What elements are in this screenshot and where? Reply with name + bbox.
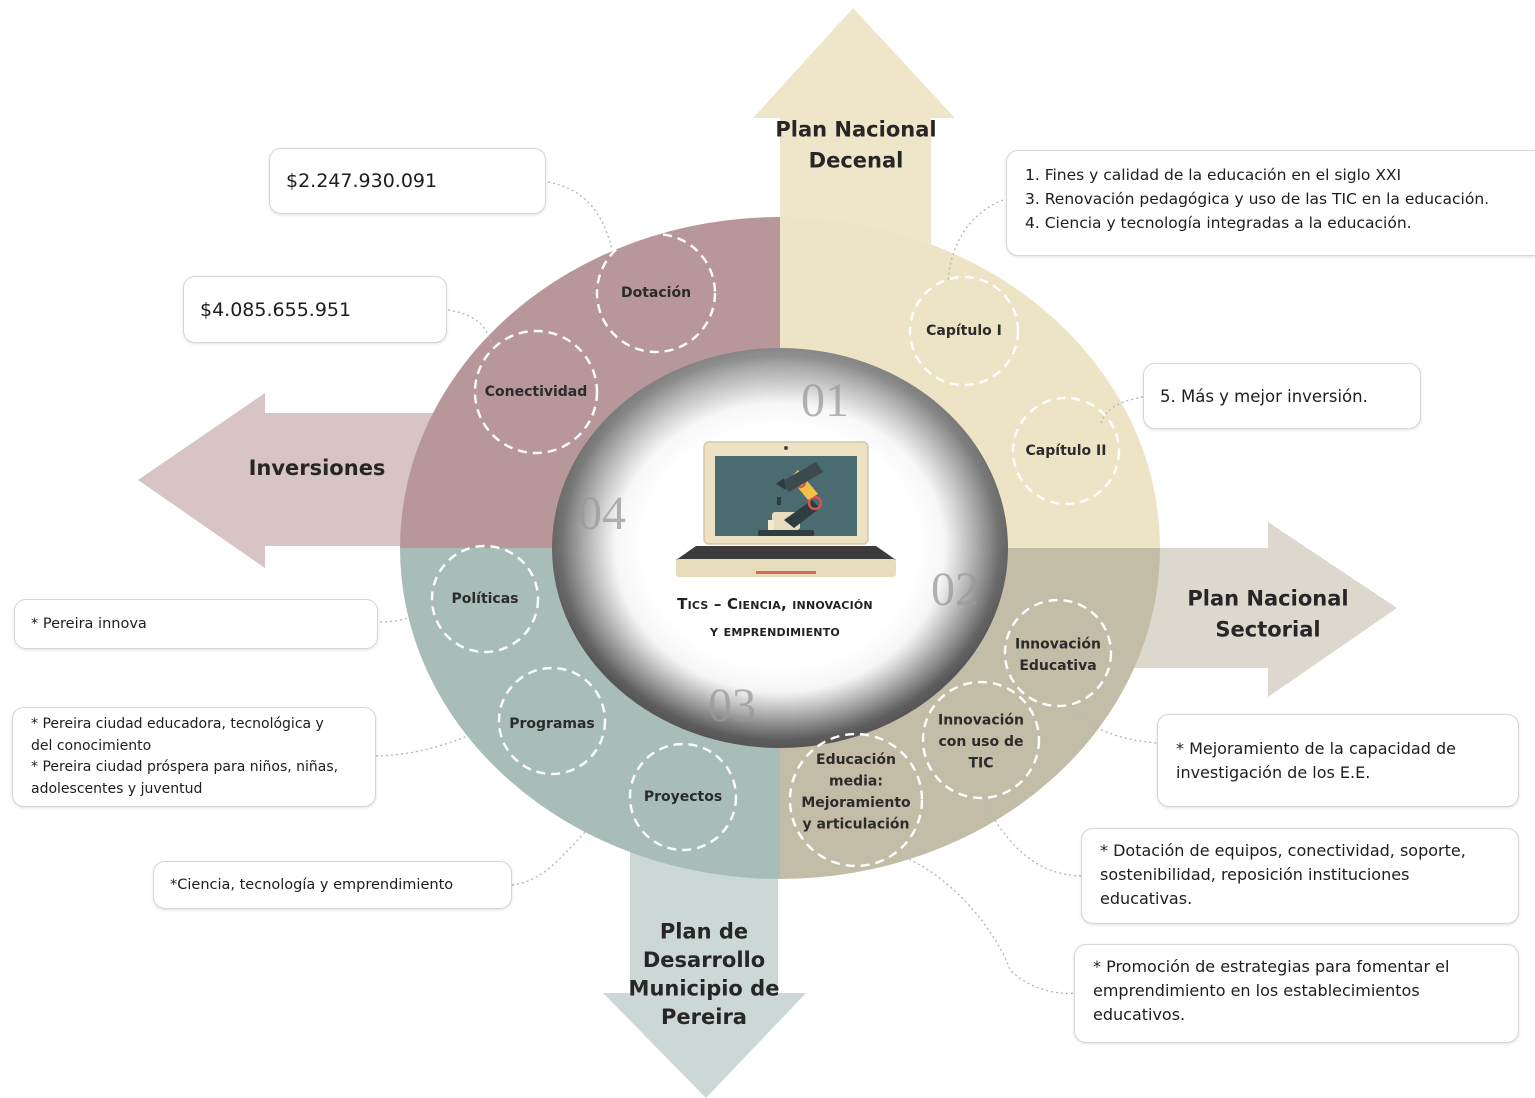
node-circle-innovacion-educativa[interactable] [1003,598,1113,708]
callout-educacion-media-line-3: educativos. [1093,1005,1186,1024]
callout-innovacion-tic-line-2: sostenibilidad, reposición instituciones [1100,865,1410,884]
callout-programas-line-3: * Pereira ciudad próspera para niños, ni… [31,759,339,775]
node-label-politicas-line-1: Políticas [451,591,518,607]
node-label-educacion-media-line-1: Educación [816,752,896,768]
callout-proyectos-text: *Ciencia, tecnología y emprendimiento [170,877,454,893]
node-circle-politicas[interactable] [430,544,540,654]
arrow-label-bottom-line-2: Desarrollo [643,948,765,972]
node-label-capitulo1-line-1: Capítulo I [926,323,1002,339]
quadrant-number-03: 03 [708,679,756,732]
arrow-label-left-line-1: Inversiones [249,456,386,480]
callout-innovacion-educativa-line-1: * Mejoramiento de la capacidad de [1176,739,1456,758]
node-circle-innovacion-tic[interactable] [921,680,1041,800]
callout-innovacion-educativa-line-2: investigación de los E.E. [1176,763,1371,782]
arrow-label-top-line-1: Plan Nacional [775,118,936,142]
connectors [375,181,1158,995]
arrow-right-plan-nacional-sectorial [1100,522,1397,697]
callout-conectividad-text: $4.085.655.951 [200,298,352,321]
node-label-capitulo2-line-1: Capítulo II [1026,443,1107,459]
arrow-label-top-line-2: Decenal [809,149,904,173]
node-label-innovacion-tic-line-1: Innovación [938,713,1024,729]
quadrant-number-04: 04 [578,487,626,540]
laptop-robot-arm-icon [676,441,896,577]
quadrant-number-02: 02 [931,563,979,616]
node-label-educacion-media-line-2: media: [829,773,883,789]
callout-capitulo-1-line-3: 4. Ciencia y tecnología integradas a la … [1025,214,1412,232]
node-label-proyectos-line-1: Proyectos [644,789,722,805]
callout-educacion-media: * Promoción de estrategias para fomentar… [1074,944,1519,1043]
callout-dotacion: $2.247.930.091 [269,148,546,214]
node-circle-educacion-media[interactable] [788,732,924,868]
arrow-label-right-line-2: Sectorial [1215,618,1320,642]
node-label-educacion-media-line-4: y articulación [802,816,909,832]
node-label-innovacion-educativa-line-1: Innovación [1015,636,1101,652]
node-label-innovacion-educativa-line-2: Educativa [1019,658,1096,674]
arrow-label-bottom-line-4: Pereira [661,1005,747,1029]
callout-innovacion-educativa: * Mejoramiento de la capacidad de invest… [1157,714,1519,807]
node-label-dotacion-line-1: Dotación [621,285,691,301]
callout-programas-line-1: * Pereira ciudad educadora, tecnológica … [31,716,324,732]
node-label-programas-line-1: Programas [509,716,595,732]
node-circle-conectividad[interactable] [473,329,599,455]
center-title-line-2: y emprendimiento [709,622,840,640]
node-circle-proyectos[interactable] [628,742,738,852]
node-circle-programas[interactable] [497,666,607,776]
node-label-innovacion-tic-line-3: TIC [968,756,993,772]
callout-capitulo-1: 1. Fines y calidad de la educación en el… [1006,150,1535,256]
arrow-label-bottom-line-3: Municipio de [629,976,780,1000]
callout-innovacion-tic: * Dotación de equipos, conectividad, sop… [1081,828,1519,924]
callout-educacion-media-line-1: * Promoción de estrategias para fomentar… [1093,957,1450,976]
callout-proyectos: *Ciencia, tecnología y emprendimiento [153,861,512,909]
callout-innovacion-tic-line-1: * Dotación de equipos, conectividad, sop… [1100,841,1466,860]
callout-politicas-text: * Pereira innova [31,616,147,632]
node-circle-dotacion[interactable] [595,232,717,354]
center-title-line-1: Tics – Ciencia, innovación [677,595,873,613]
quadrant-number-01: 01 [801,374,849,427]
callout-programas-line-2: del conocimiento [31,737,152,754]
callout-programas: * Pereira ciudad educadora, tecnológica … [12,707,376,807]
node-label-innovacion-tic-line-2: con uso de [938,734,1023,750]
callout-educacion-media-line-2: emprendimiento en los establecimientos [1093,981,1420,1000]
callout-capitulo-2-text: 5. Más y mejor inversión. [1160,386,1368,406]
arrow-top-plan-nacional-decenal [753,8,955,245]
callout-innovacion-tic-line-3: educativas. [1100,889,1193,908]
callout-capitulo-2: 5. Más y mejor inversión. [1143,363,1421,429]
arrow-bottom-plan-de-desarrollo [603,840,806,1098]
arrow-label-bottom-line-1: Plan de [660,919,748,943]
callout-capitulo-1-line-2: 3. Renovación pedagógica y uso de las TI… [1025,190,1490,208]
arrow-label-right-line-1: Plan Nacional [1187,587,1348,611]
node-label-conectividad-line-1: Conectividad [485,384,588,400]
callout-dotacion-text: $2.247.930.091 [286,170,438,192]
callout-conectividad: $4.085.655.951 [183,276,447,343]
node-circle-capitulo-2[interactable] [1011,396,1121,506]
node-label-educacion-media-line-3: Mejoramiento [801,795,911,811]
callout-capitulo-1-line-1: 1. Fines y calidad de la educación en el… [1025,166,1402,184]
callout-programas-line-4: adolescentes y juventud [31,780,203,797]
callout-politicas: * Pereira innova [14,599,378,649]
node-circle-capitulo-1[interactable] [908,275,1020,387]
